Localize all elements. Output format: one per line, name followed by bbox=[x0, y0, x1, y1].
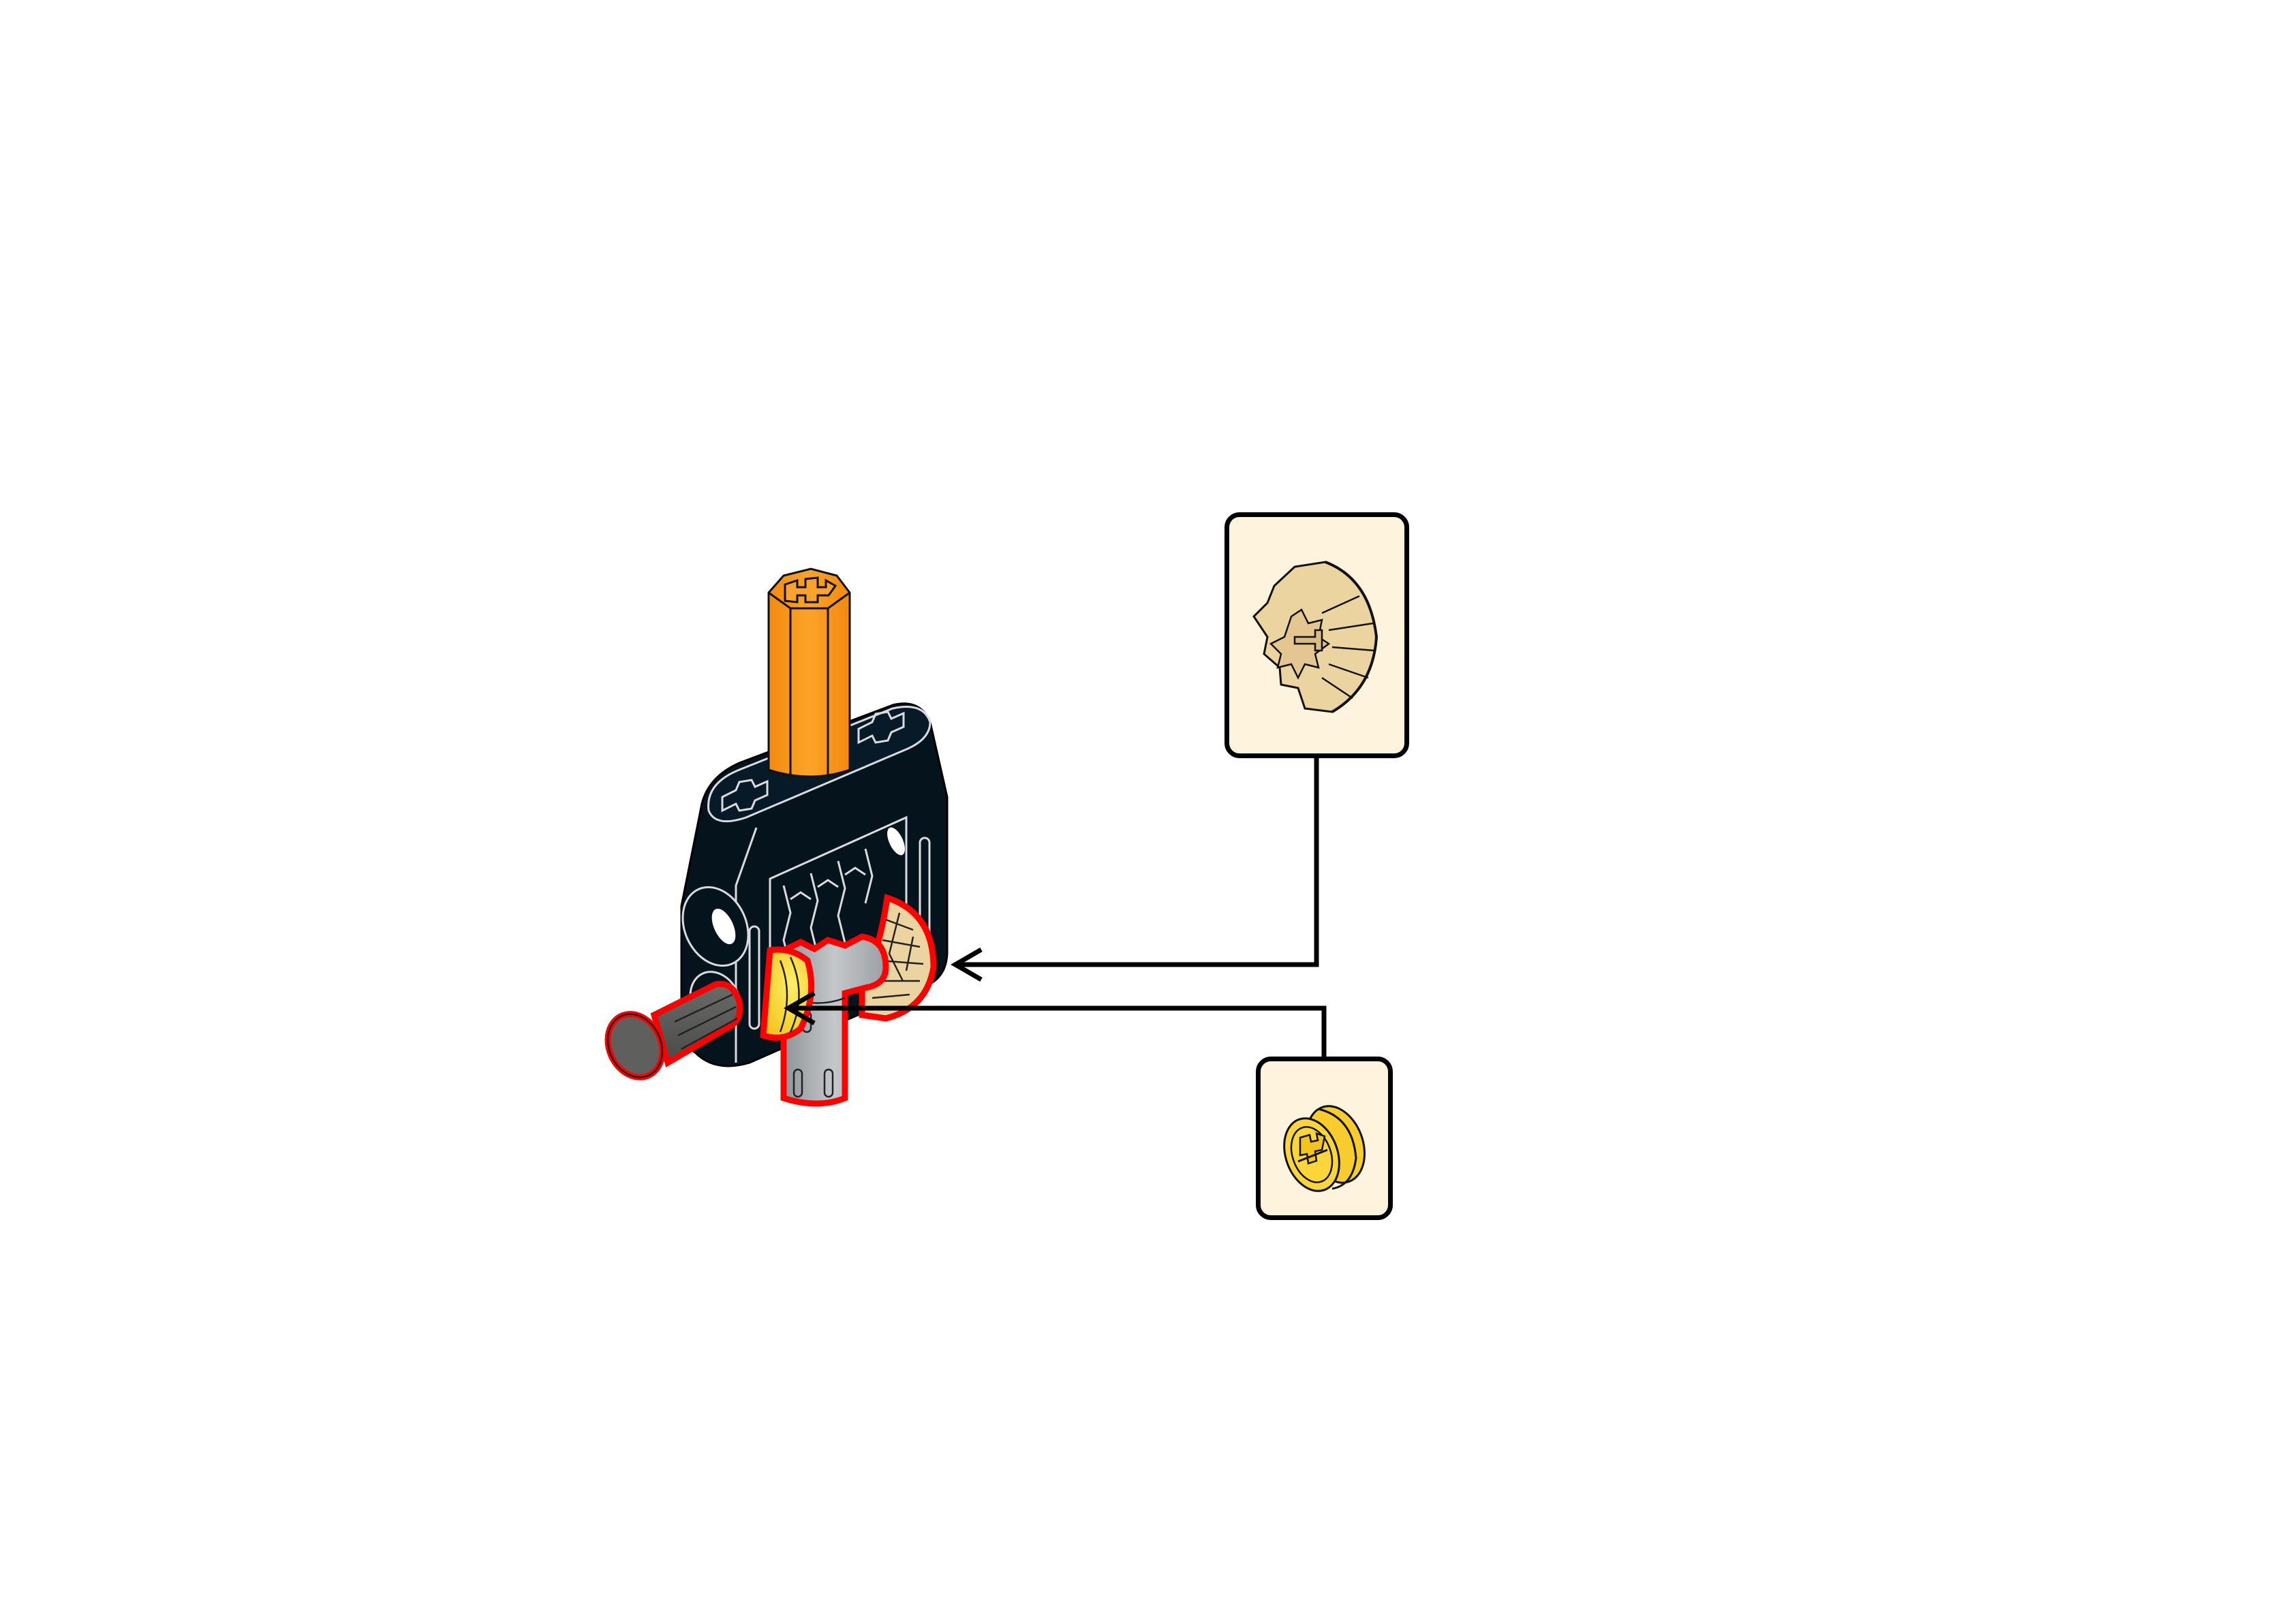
highlighted-parts bbox=[604, 894, 937, 1107]
bevel-gear-icon bbox=[1252, 561, 1378, 713]
arrowhead-icon bbox=[784, 990, 816, 1026]
bush-icon bbox=[1283, 1105, 1366, 1192]
gear-callout-box: Bevel gear (tan) bbox=[1224, 512, 1409, 758]
bush-part bbox=[760, 946, 815, 1041]
assembly-model bbox=[604, 567, 949, 1107]
orange-axle bbox=[767, 567, 851, 779]
arrowhead-icon bbox=[951, 947, 983, 982]
gear-leader-line bbox=[951, 758, 1319, 982]
bush-leader-line bbox=[784, 990, 1327, 1057]
technic-pin-part bbox=[604, 980, 743, 1080]
